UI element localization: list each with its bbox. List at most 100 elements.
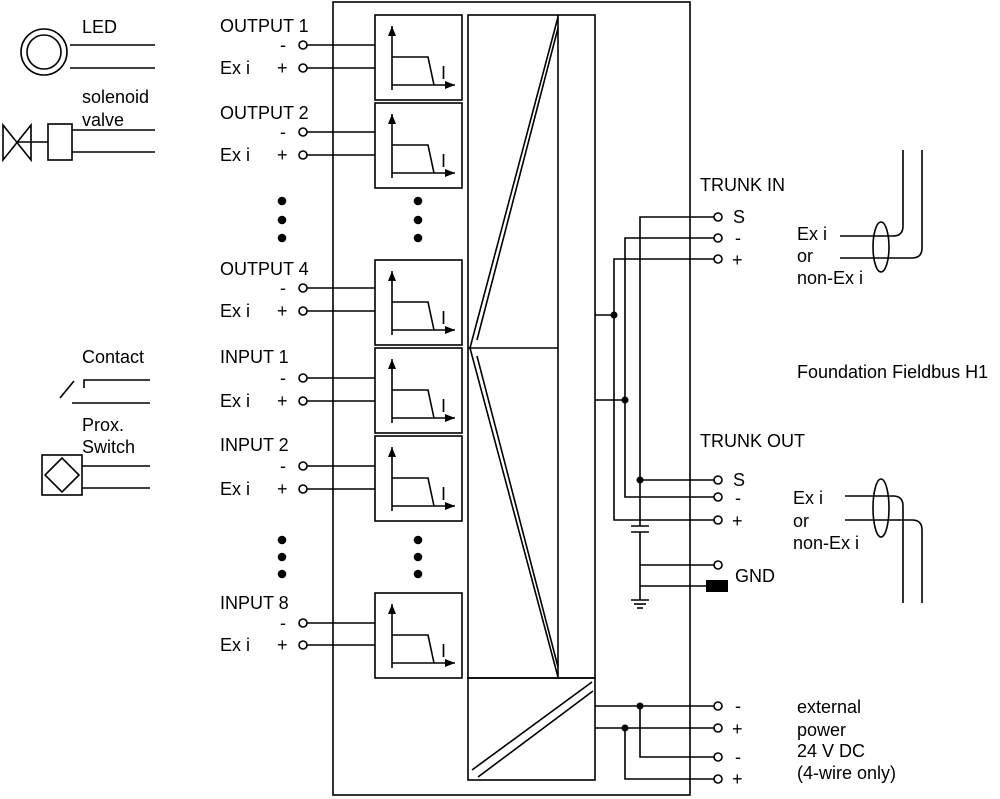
ellipsis-dot <box>277 552 287 562</box>
current-limit-curve <box>392 301 435 331</box>
trunk-out-cable-line3: non-Ex i <box>793 533 859 553</box>
channel-label: INPUT 8 <box>220 593 289 613</box>
power-terminal-4-label: + <box>732 769 743 789</box>
led-icon-outer <box>20 28 68 76</box>
trunk-in-cable-core-1 <box>840 150 904 237</box>
minus-terminal-label: - <box>280 278 286 298</box>
current-limit-curve <box>392 634 435 664</box>
plus-terminal-label: + <box>277 301 288 321</box>
solenoid-coil-icon <box>47 123 73 161</box>
trunk-in-cable-line3: non-Ex i <box>797 268 863 288</box>
led-icon-inner <box>26 34 62 70</box>
trunk-out-plus-terminal <box>713 515 723 525</box>
power-terminal-1 <box>713 701 723 711</box>
trunk-in-terminals: TRUNK IN S - + <box>700 175 785 270</box>
channel-input-8: INPUT 8 Ex i - + I <box>220 592 463 679</box>
power-diagonal-lower <box>477 690 594 778</box>
trunk-in-cable-line2: or <box>797 246 813 266</box>
channel-label: OUTPUT 4 <box>220 259 309 279</box>
minus-bus-junction <box>621 396 629 404</box>
gnd-terminal <box>713 560 723 570</box>
current-limiter-module: I <box>374 14 463 101</box>
trunk-in-cable-line1: Ex i <box>797 224 827 244</box>
trunk-out-cable-line2: or <box>793 511 809 531</box>
trunk-in-minus-terminal <box>713 233 723 243</box>
power-supply-frame <box>467 677 596 781</box>
channel-protection-label: Ex i <box>220 145 250 165</box>
channel-output-4: OUTPUT 4 Ex i - + I <box>220 259 463 346</box>
channel-protection-label: Ex i <box>220 58 250 78</box>
shield-junction <box>636 476 644 484</box>
plus-terminal <box>298 63 308 73</box>
ellipsis-dot <box>277 535 287 545</box>
gnd-terminal-group: GND <box>713 560 775 586</box>
prox-switch-label-line2: Switch <box>82 437 135 457</box>
plus-terminal-label: + <box>277 635 288 655</box>
channel-label: OUTPUT 2 <box>220 103 309 123</box>
minus-bus-wire <box>624 237 714 498</box>
channel-output-2: OUTPUT 2 Ex i - + I <box>220 102 463 189</box>
power-minus-junction <box>636 702 644 710</box>
prox-switch-label-line1: Prox. <box>82 415 124 435</box>
gnd-label: GND <box>735 566 775 586</box>
minus-terminal <box>298 283 308 293</box>
power-terminal-1-label: - <box>735 696 741 716</box>
trunk-in-plus-label: + <box>732 250 743 270</box>
ellipsis-dot <box>277 196 287 206</box>
upper-diagonal-inner <box>476 27 559 341</box>
trunk-out-minus-terminal <box>713 492 723 502</box>
plus-terminal-label: + <box>277 479 288 499</box>
trunk-in-cable: Ex i or non-Ex i <box>797 150 923 288</box>
minus-terminal-label: - <box>280 613 286 633</box>
trunk-in-s-label: S <box>733 207 745 227</box>
power-terminals: - + - + external power 24 V DC (4-wire o… <box>713 696 896 789</box>
channel-label: OUTPUT 1 <box>220 16 309 36</box>
plus-terminal <box>298 306 308 316</box>
channel-label: INPUT 1 <box>220 347 289 367</box>
trunk-out-cable-shield-icon <box>872 478 890 538</box>
solenoid-label-line2: valve <box>82 110 124 130</box>
trunk-out-s-label: S <box>733 470 745 490</box>
minus-terminal <box>298 618 308 628</box>
channel-protection-label: Ex i <box>220 635 250 655</box>
power-description-line2: power <box>797 720 846 740</box>
trunk-in-plus-terminal <box>713 254 723 264</box>
trunk-in-cable-core-2 <box>840 150 923 259</box>
power-terminal-2-label: + <box>732 719 743 739</box>
current-limit-curve <box>392 477 435 507</box>
trunk-out-cable-line1: Ex i <box>793 488 823 508</box>
trunk-out-cable-core-1 <box>845 495 904 603</box>
led-label: LED <box>82 17 117 37</box>
channel-protection-label: Ex i <box>220 391 250 411</box>
contact-device: Contact <box>59 347 150 404</box>
power-terminal-3 <box>713 752 723 762</box>
plus-bus-junction <box>610 311 618 319</box>
power-diagonal-upper <box>471 681 593 771</box>
minus-terminal-label: - <box>280 456 286 476</box>
power-minus-wire-2 <box>639 706 714 758</box>
current-limiter-module: I <box>374 347 463 434</box>
contact-label: Contact <box>82 347 144 367</box>
current-limiter-module: I <box>374 102 463 189</box>
trunk-out-title: TRUNK OUT <box>700 431 805 451</box>
ground-icon <box>631 599 649 609</box>
module-box <box>374 592 463 679</box>
trunk-in-cable-shield-icon <box>872 221 890 273</box>
channel-label: INPUT 2 <box>220 435 289 455</box>
ellipsis-dot <box>277 215 287 225</box>
current-symbol: I <box>441 484 446 504</box>
trunk-out-plus-label: + <box>732 511 743 531</box>
trunk-out-minus-label: - <box>735 488 741 508</box>
channel-output-1: OUTPUT 1 Ex i - + I <box>220 14 463 101</box>
module-box <box>374 14 463 101</box>
ellipsis-dot <box>277 233 287 243</box>
current-symbol: I <box>441 151 446 171</box>
minus-terminal <box>298 40 308 50</box>
plus-terminal-label: + <box>277 145 288 165</box>
channel-protection-label: Ex i <box>220 301 250 321</box>
plus-terminal <box>298 640 308 650</box>
current-symbol: I <box>441 63 446 83</box>
prox-switch-device: Prox. Switch <box>41 415 150 496</box>
power-plus-wire-2 <box>624 728 714 780</box>
